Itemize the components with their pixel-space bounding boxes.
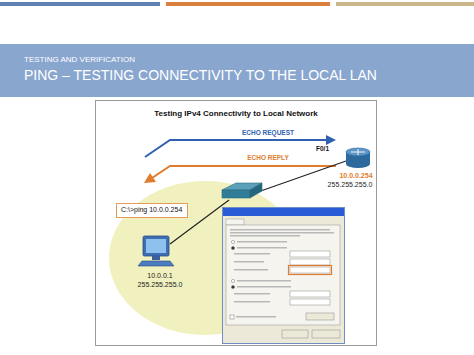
properties-dialog	[223, 208, 345, 344]
echo-request-arrow	[145, 140, 328, 157]
cable	[255, 161, 346, 193]
interface-label: F0/1	[316, 145, 329, 152]
top-stripe	[166, 2, 330, 6]
top-stripe	[0, 2, 160, 6]
top-stripe	[336, 2, 474, 6]
header-band	[0, 44, 474, 97]
slide-title: PING – TESTING CONNECTIVITY TO THE LOCAL…	[24, 68, 377, 83]
pc-icon	[138, 236, 174, 266]
callout-text: C:\>ping 10.0.0.254	[121, 206, 183, 214]
switch-icon	[222, 183, 262, 198]
figure-title: Testing IPv4 Connectivity to Local Netwo…	[154, 110, 317, 119]
arrow-head	[144, 173, 156, 183]
arrow-label: ECHO REPLY	[247, 154, 289, 161]
callout-box: C:\>ping 10.0.0.254	[116, 203, 188, 218]
arrow-head	[326, 135, 336, 145]
picture-frame	[96, 101, 377, 346]
section-heading: TESTING AND VERIFICATION	[24, 56, 135, 65]
arrow-label: ECHO REQUEST	[242, 129, 294, 136]
echo-reply-arrow	[152, 166, 336, 178]
subnet-mask: 255.255.255.0	[138, 281, 183, 289]
ip-address: 10.0.0.254	[339, 172, 372, 180]
router-icon	[346, 148, 370, 168]
ip-address: 10.0.0.1	[147, 272, 172, 280]
subnet-mask: 255.255.255.0	[328, 181, 373, 189]
